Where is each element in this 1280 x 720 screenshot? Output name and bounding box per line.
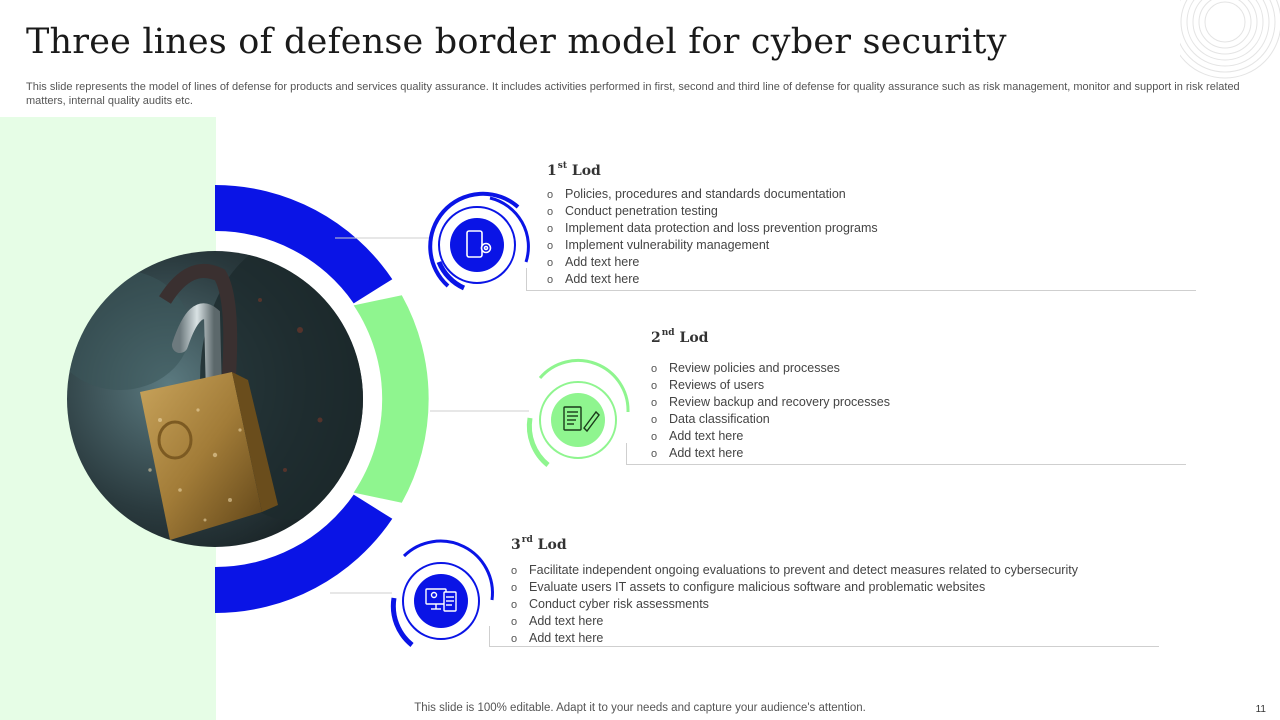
list-item: Data classification bbox=[651, 411, 890, 428]
lod-2-section: 2nd Lod Review policies and processes Re… bbox=[651, 330, 890, 462]
lod-3-list: Facilitate independent ongoing evaluatio… bbox=[511, 562, 1078, 647]
divider bbox=[489, 646, 1159, 647]
divider bbox=[489, 626, 490, 646]
divider bbox=[626, 443, 627, 464]
lod-1-section: 1st Lod Policies, procedures and standar… bbox=[547, 163, 878, 288]
list-item: Evaluate users IT assets to configure ma… bbox=[511, 579, 1078, 596]
list-item: Review backup and recovery processes bbox=[651, 394, 890, 411]
divider bbox=[526, 290, 1196, 291]
list-item: Add text here bbox=[547, 271, 878, 288]
list-item: Add text here bbox=[651, 428, 890, 445]
list-item: Conduct cyber risk assessments bbox=[511, 596, 1078, 613]
lod-2-list: Review policies and processes Reviews of… bbox=[651, 360, 890, 462]
lod-2-heading: 2nd Lod bbox=[651, 330, 890, 346]
lod1-icon-badge bbox=[430, 194, 528, 288]
list-item: Implement data protection and loss preve… bbox=[547, 220, 878, 237]
list-item: Implement vulnerability management bbox=[547, 237, 878, 254]
list-item: Policies, procedures and standards docum… bbox=[547, 186, 878, 203]
list-item: Add text here bbox=[511, 630, 1078, 647]
ring-segment-2nd-lod bbox=[354, 295, 429, 503]
page-number: 11 bbox=[1256, 704, 1266, 715]
list-item: Add text here bbox=[547, 254, 878, 271]
divider bbox=[626, 464, 1186, 465]
lod-3-heading: 3rd Lod bbox=[511, 537, 1078, 553]
list-item: Conduct penetration testing bbox=[547, 203, 878, 220]
padlock-photo bbox=[50, 240, 380, 555]
list-item: Facilitate independent ongoing evaluatio… bbox=[511, 562, 1078, 579]
list-item: Add text here bbox=[511, 613, 1078, 630]
slide-footer: This slide is 100% editable. Adapt it to… bbox=[0, 702, 1280, 714]
lod-3-section: 3rd Lod Facilitate independent ongoing e… bbox=[511, 537, 1078, 647]
lod-1-heading: 1st Lod bbox=[547, 163, 878, 179]
list-item: Reviews of users bbox=[651, 377, 890, 394]
divider bbox=[526, 268, 527, 290]
lod2-icon-badge bbox=[529, 360, 628, 465]
lod3-icon-badge bbox=[393, 541, 492, 645]
list-item: Review policies and processes bbox=[651, 360, 890, 377]
list-item: Add text here bbox=[651, 445, 890, 462]
lod-1-list: Policies, procedures and standards docum… bbox=[547, 186, 878, 288]
